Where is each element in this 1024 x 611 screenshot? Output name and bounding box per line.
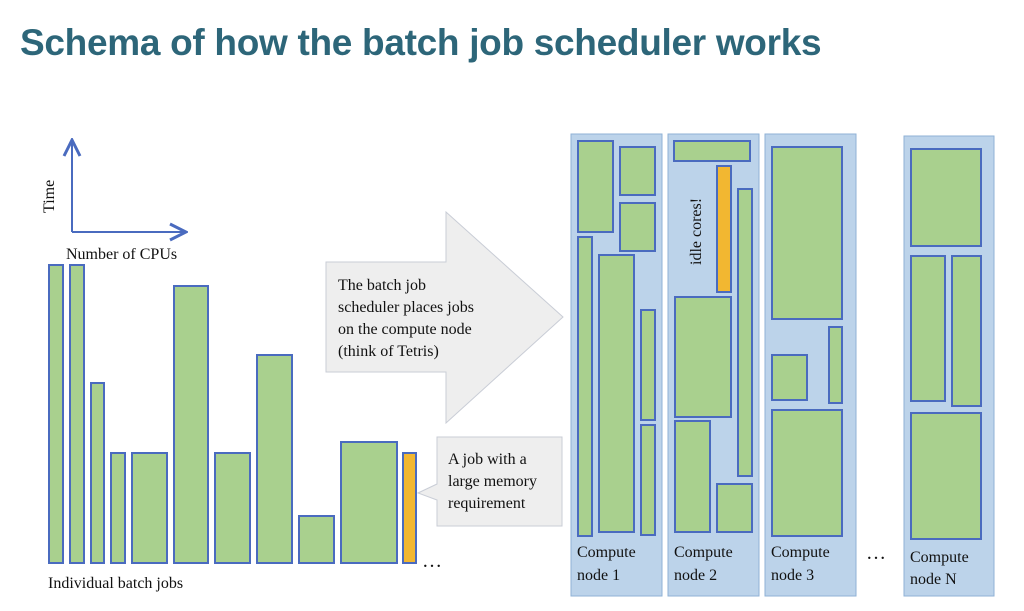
large-memory-job [716, 165, 732, 293]
arrow-text-line: scheduler places jobs [338, 299, 474, 316]
batch-job [48, 264, 64, 564]
node-label: Compute [910, 549, 969, 566]
batch-job [131, 452, 168, 564]
node-job [771, 146, 843, 320]
batch-job [298, 515, 335, 564]
node-job [673, 140, 751, 162]
node-job [771, 354, 808, 401]
node-job [771, 409, 843, 537]
cpu-axis-label: Number of CPUs [66, 246, 177, 263]
node-label: node N [910, 571, 957, 588]
node-job [640, 309, 656, 421]
jobs-ellipsis: … [422, 550, 442, 572]
batch-job [110, 452, 126, 564]
node-job [737, 188, 753, 477]
node-job [619, 202, 656, 252]
arrow-shape [325, 210, 564, 425]
page-title: Schema of how the batch job scheduler wo… [20, 22, 822, 63]
callout-text-line: requirement [448, 495, 526, 512]
time-axis-label: Time [41, 180, 58, 213]
compute-node-2: idle cores! Compute node 2 [667, 133, 760, 597]
batch-job [90, 382, 105, 564]
axes: Time Number of CPUs [41, 142, 184, 263]
node-job [598, 254, 635, 533]
batch-job [173, 285, 209, 564]
node-job [577, 140, 614, 233]
large-memory-job [402, 452, 417, 564]
arrow-text-line: The batch job [338, 277, 426, 294]
nodes-ellipsis: … [866, 542, 886, 564]
node-job [674, 420, 711, 533]
scheduler-arrow: The batch job scheduler places jobs on t… [325, 210, 564, 425]
node-job [674, 296, 732, 418]
batch-job [214, 452, 251, 564]
callout-text-line: large memory [448, 473, 537, 490]
node-job [951, 255, 982, 407]
idle-cores-label: idle cores! [688, 198, 705, 265]
callout-shape [416, 436, 563, 527]
node-job [716, 483, 753, 533]
node-job [828, 326, 843, 404]
batch-job [256, 354, 293, 564]
batch-job [340, 441, 398, 564]
node-label: Compute [674, 544, 733, 561]
compute-node-3: Compute node 3 [764, 133, 857, 597]
node-job [640, 424, 656, 536]
node-job [910, 255, 946, 402]
node-label: node 3 [771, 567, 814, 584]
jobs-label: Individual batch jobs [48, 575, 183, 592]
batch-job [69, 264, 85, 564]
arrow-text-line: (think of Tetris) [338, 343, 439, 360]
node-label: node 1 [577, 567, 620, 584]
node-job [577, 236, 593, 537]
compute-node-n: Compute node N [903, 135, 995, 597]
node-label: node 2 [674, 567, 717, 584]
node-label: Compute [771, 544, 830, 561]
node-job [910, 412, 982, 540]
memory-callout: A job with a large memory requirement [416, 436, 563, 527]
arrow-text-line: on the compute node [338, 321, 472, 338]
compute-node-1: Compute node 1 [570, 133, 663, 597]
node-job [619, 146, 656, 196]
node-label: Compute [577, 544, 636, 561]
callout-text-line: A job with a [448, 451, 527, 468]
node-job [910, 148, 982, 247]
batch-jobs: … Individual batch jobs [48, 264, 442, 592]
